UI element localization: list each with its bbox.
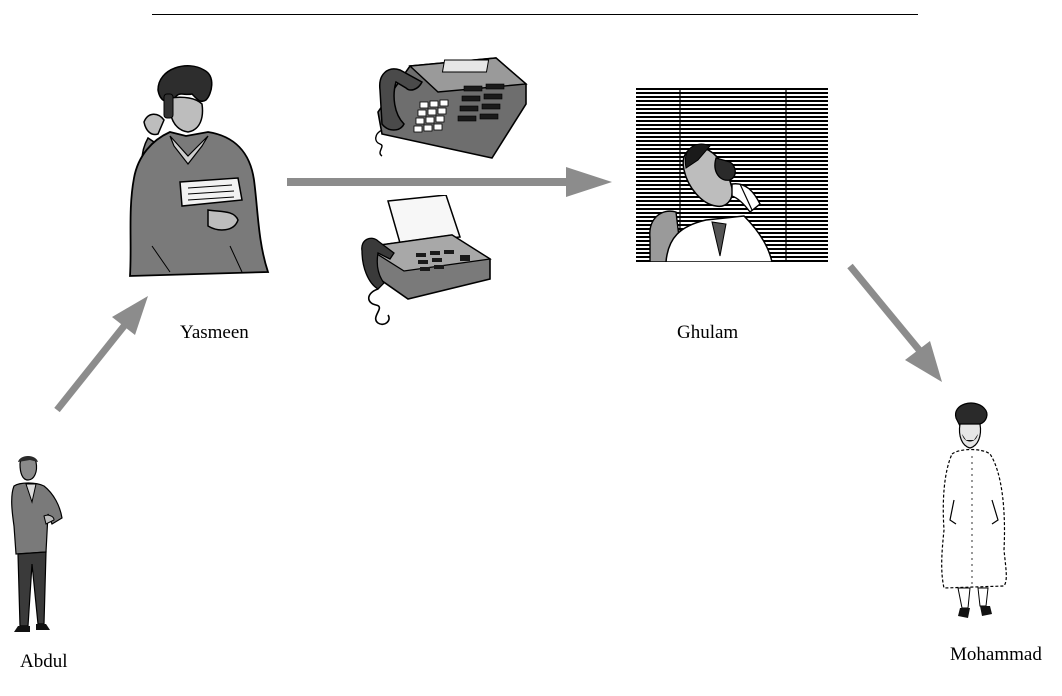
man-in-turban-icon bbox=[934, 400, 1014, 622]
telephone-icon bbox=[360, 52, 532, 162]
man-on-phone-icon bbox=[636, 88, 828, 262]
person-label-yasmeen: Yasmeen bbox=[180, 323, 249, 342]
man-standing-icon bbox=[4, 454, 68, 636]
fax-machine-icon bbox=[360, 195, 492, 330]
person-label-ghulam: Ghulam bbox=[677, 323, 738, 342]
arrow-ghulam-to-mohammad bbox=[850, 266, 942, 382]
person-label-mohammad: Mohammad bbox=[950, 645, 1042, 664]
woman-on-phone-icon bbox=[108, 60, 280, 290]
arrow-abdul-to-yasmeen bbox=[57, 296, 148, 410]
arrow-yasmeen-to-ghulam bbox=[287, 167, 612, 197]
person-label-abdul: Abdul bbox=[20, 652, 68, 671]
